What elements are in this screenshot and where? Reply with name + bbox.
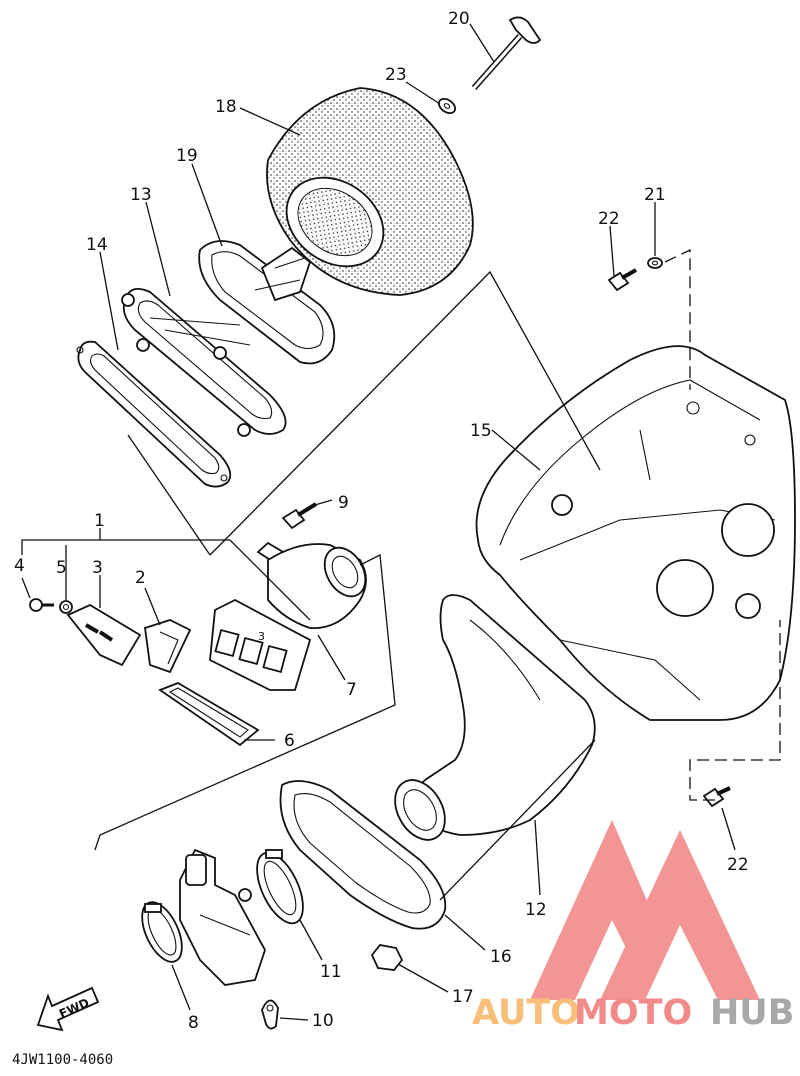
watermark-text-auto: AUTO xyxy=(472,993,580,1033)
air-filter-element xyxy=(266,87,474,296)
gasket-filter xyxy=(76,340,232,488)
bolt-9 xyxy=(281,502,318,530)
callout-8: 8 xyxy=(188,1013,199,1033)
leader-lines xyxy=(21,23,781,1021)
callout-16: 16 xyxy=(490,947,512,967)
callout-3: 3 xyxy=(92,558,103,578)
callout-22-upper: 22 xyxy=(598,209,620,229)
callout-4: 4 xyxy=(14,556,25,576)
diagram-code: 4JW1100-4060 xyxy=(12,1052,113,1068)
watermark-text-hub: HUB xyxy=(710,993,794,1033)
callout-21: 21 xyxy=(644,185,666,205)
filter-frame xyxy=(121,288,287,437)
callout-5: 5 xyxy=(56,558,67,578)
callout-labels: 20 23 18 19 13 14 22 21 15 9 1 4 5 3 2 7… xyxy=(14,9,749,1033)
watermark-text-moto: MOTO xyxy=(574,993,692,1033)
fwd-arrow: FWD xyxy=(36,986,100,1032)
callout-17: 17 xyxy=(452,987,474,1007)
intake-manifold xyxy=(256,541,367,629)
watermark-logo-mark xyxy=(530,820,760,1000)
callout-18: 18 xyxy=(215,97,237,117)
callout-10: 10 xyxy=(312,1011,334,1031)
carburetor xyxy=(179,848,266,986)
hose-clamp-11 xyxy=(256,849,304,925)
callout-12: 12 xyxy=(525,900,547,920)
filter-guide xyxy=(198,240,336,365)
callout-23: 23 xyxy=(385,65,407,85)
hose-clamp-8 xyxy=(141,901,183,963)
callout-20: 20 xyxy=(448,9,470,29)
callout-19: 19 xyxy=(176,146,198,166)
reed-valve-assembly: 3 xyxy=(29,598,312,747)
air-box xyxy=(475,345,796,721)
nut xyxy=(370,944,404,971)
joint-gasket xyxy=(279,780,447,930)
clip xyxy=(261,999,279,1030)
callout-7: 7 xyxy=(346,680,357,700)
callout-6: 6 xyxy=(284,731,295,751)
callout-13: 13 xyxy=(130,185,152,205)
washer-small xyxy=(437,97,457,115)
callout-1: 1 xyxy=(94,511,105,531)
callout-2: 2 xyxy=(135,568,146,588)
callout-22-lower: 22 xyxy=(727,855,749,875)
callout-15: 15 xyxy=(470,421,492,441)
wing-bolt xyxy=(471,16,542,90)
air-box-joint xyxy=(394,594,596,841)
callout-9: 9 xyxy=(338,493,349,513)
reed-block-mark: 3 xyxy=(258,630,265,643)
callout-11: 11 xyxy=(320,962,342,982)
bolt-22-upper xyxy=(607,268,637,292)
callout-14: 14 xyxy=(86,235,108,255)
bolt-22-lower xyxy=(702,786,731,808)
washer-21 xyxy=(647,257,663,269)
